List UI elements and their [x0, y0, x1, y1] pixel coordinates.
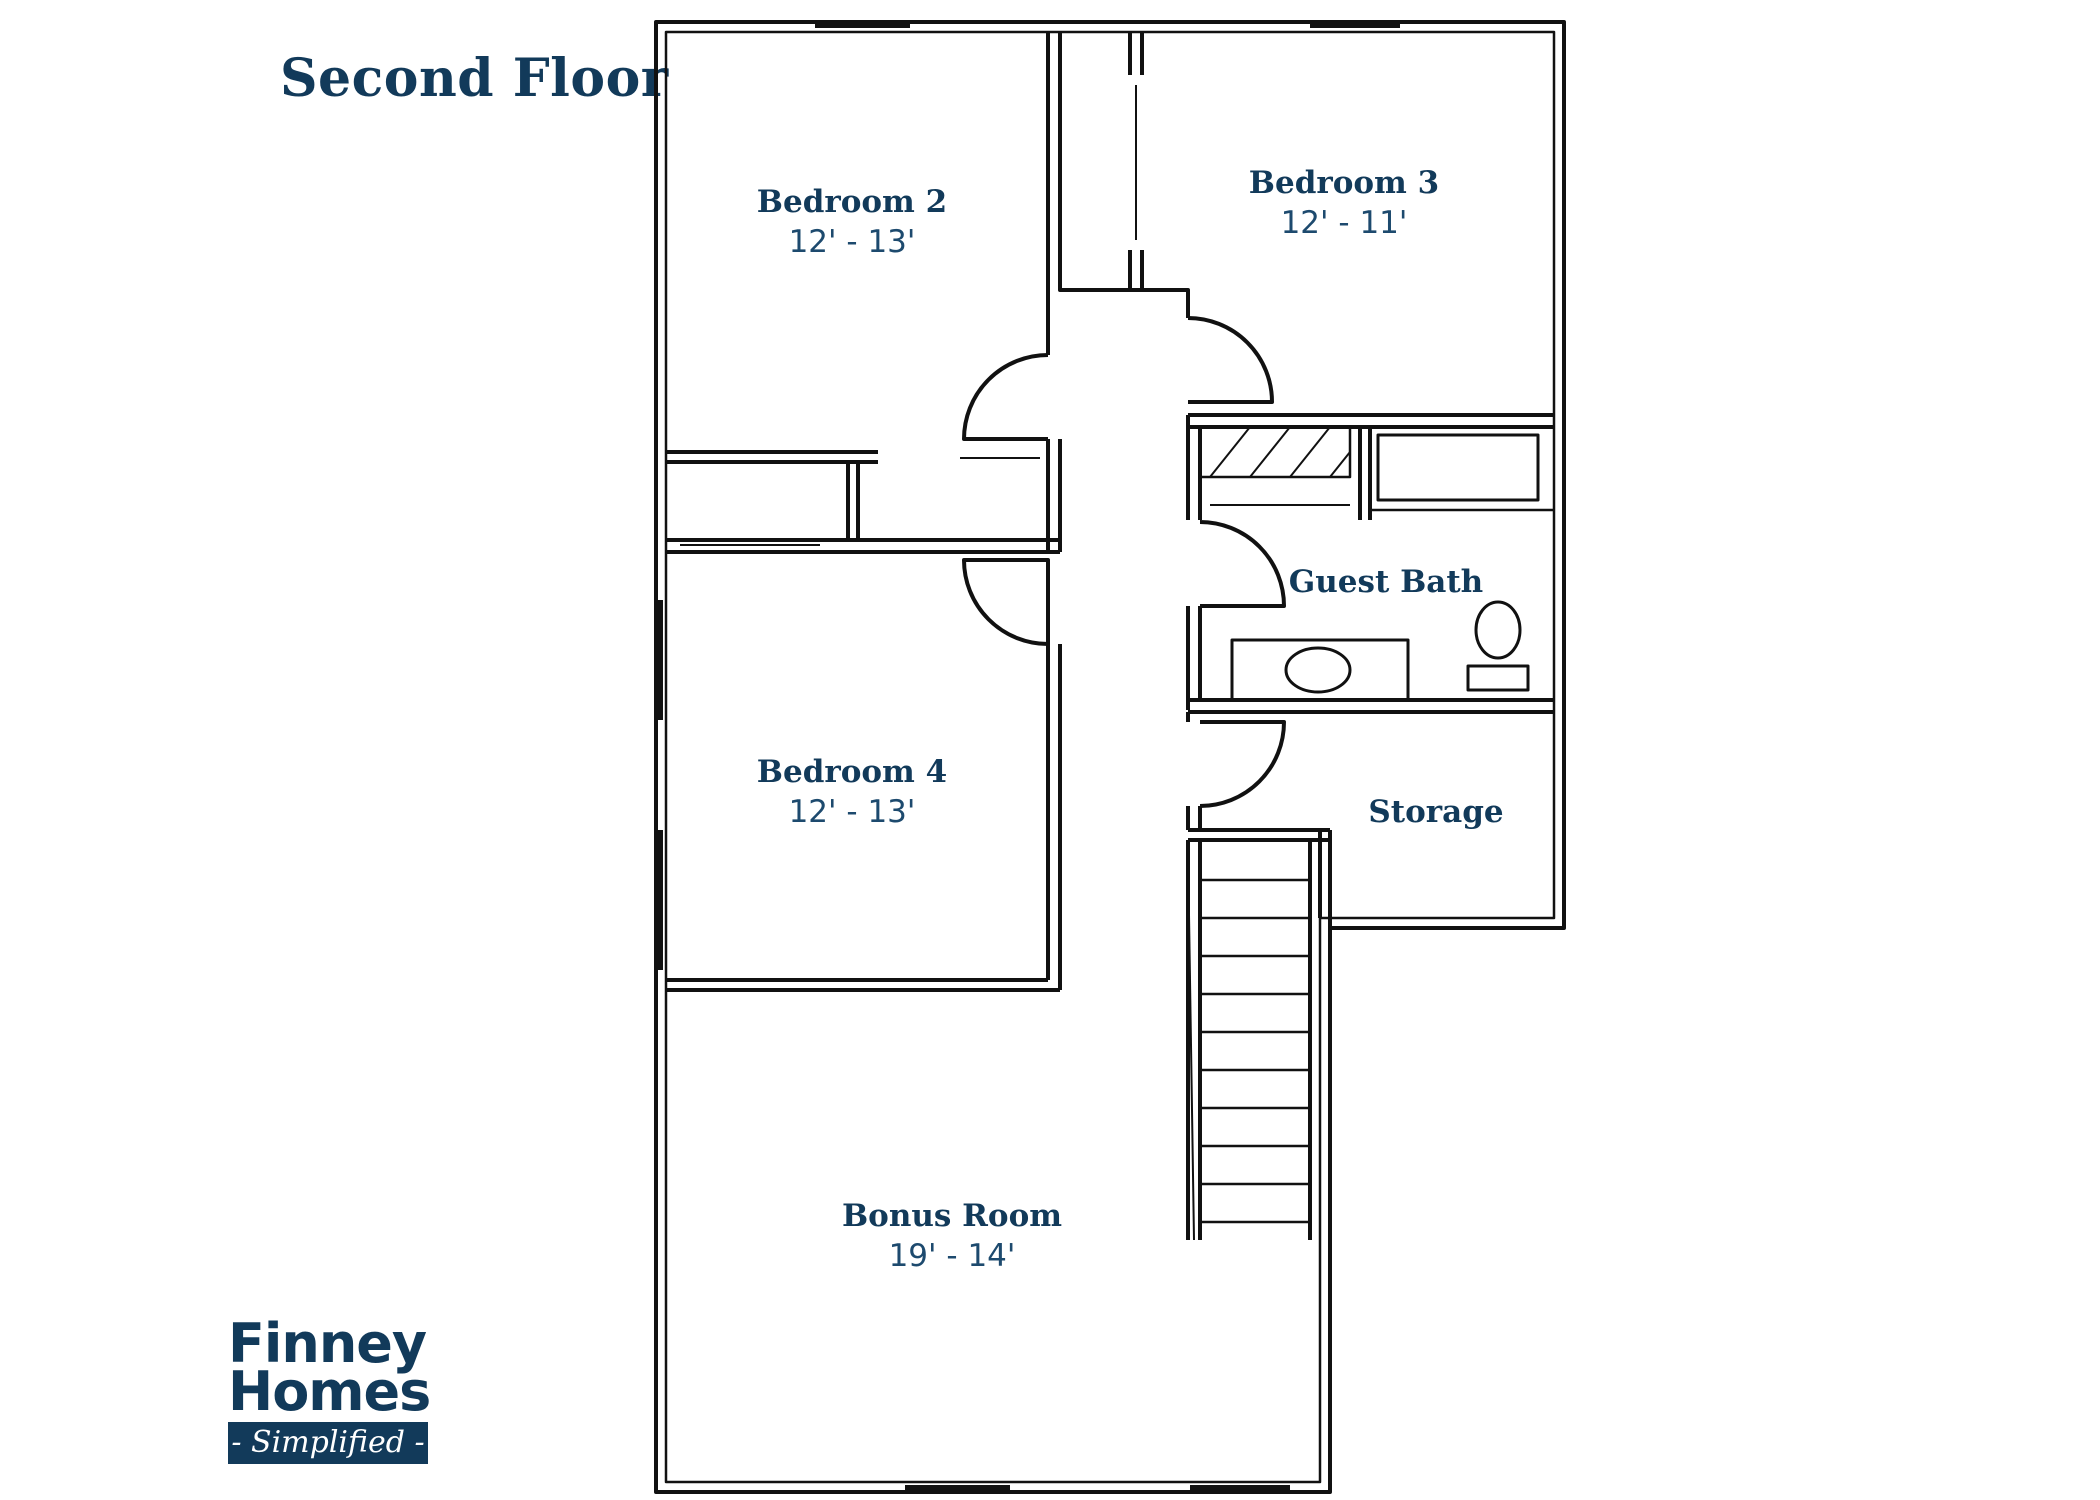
room-name-bonus-room: Bonus Room — [842, 1198, 1062, 1234]
wall-bed2-east — [1046, 32, 1190, 355]
page-title: Second Floor — [280, 48, 669, 109]
sink — [1284, 646, 1352, 694]
logo-line2: Homes — [228, 1360, 431, 1423]
brand-logo: Finney Homes - Simplified - — [228, 1312, 434, 1464]
wall-closet-bottom — [666, 538, 1060, 554]
closet-bed3 — [1128, 32, 1144, 290]
staircase — [1186, 840, 1312, 1241]
toilet-tank — [1466, 664, 1530, 692]
room-name-bedroom4: Bedroom 4 — [757, 754, 947, 790]
logo-line1: Finney — [228, 1312, 427, 1375]
door-bed3 — [1187, 316, 1274, 404]
toilet-bowl — [1474, 600, 1522, 660]
room-size-bedroom4: 12' - 13' — [789, 794, 916, 830]
room-size-bonus-room: 19' - 14' — [889, 1238, 1016, 1274]
door-storage — [1199, 720, 1286, 808]
room-size-bedroom3: 12' - 11' — [1281, 205, 1408, 241]
bathtub — [1376, 433, 1540, 502]
room-name-storage: Storage — [1368, 794, 1503, 830]
door-bed2 — [962, 353, 1049, 441]
wall-bed4-south — [666, 978, 1060, 992]
wall-bed4-east — [1046, 644, 1062, 990]
room-size-bedroom2: 12' - 13' — [789, 224, 916, 260]
wall-bath-west — [1186, 415, 1202, 520]
wall-bath-north — [1188, 413, 1554, 429]
room-name-bedroom3: Bedroom 3 — [1249, 165, 1439, 201]
room-name-guest-bath: Guest Bath — [1289, 564, 1483, 600]
wall-closet-top — [666, 450, 878, 464]
door-bath — [1199, 520, 1286, 608]
door-bed4 — [962, 558, 1050, 646]
wall-bath-south — [1188, 698, 1554, 714]
vanity — [1230, 638, 1410, 702]
room-name-bedroom2: Bedroom 2 — [757, 184, 947, 220]
logo-tagline: - Simplified - — [228, 1422, 428, 1464]
